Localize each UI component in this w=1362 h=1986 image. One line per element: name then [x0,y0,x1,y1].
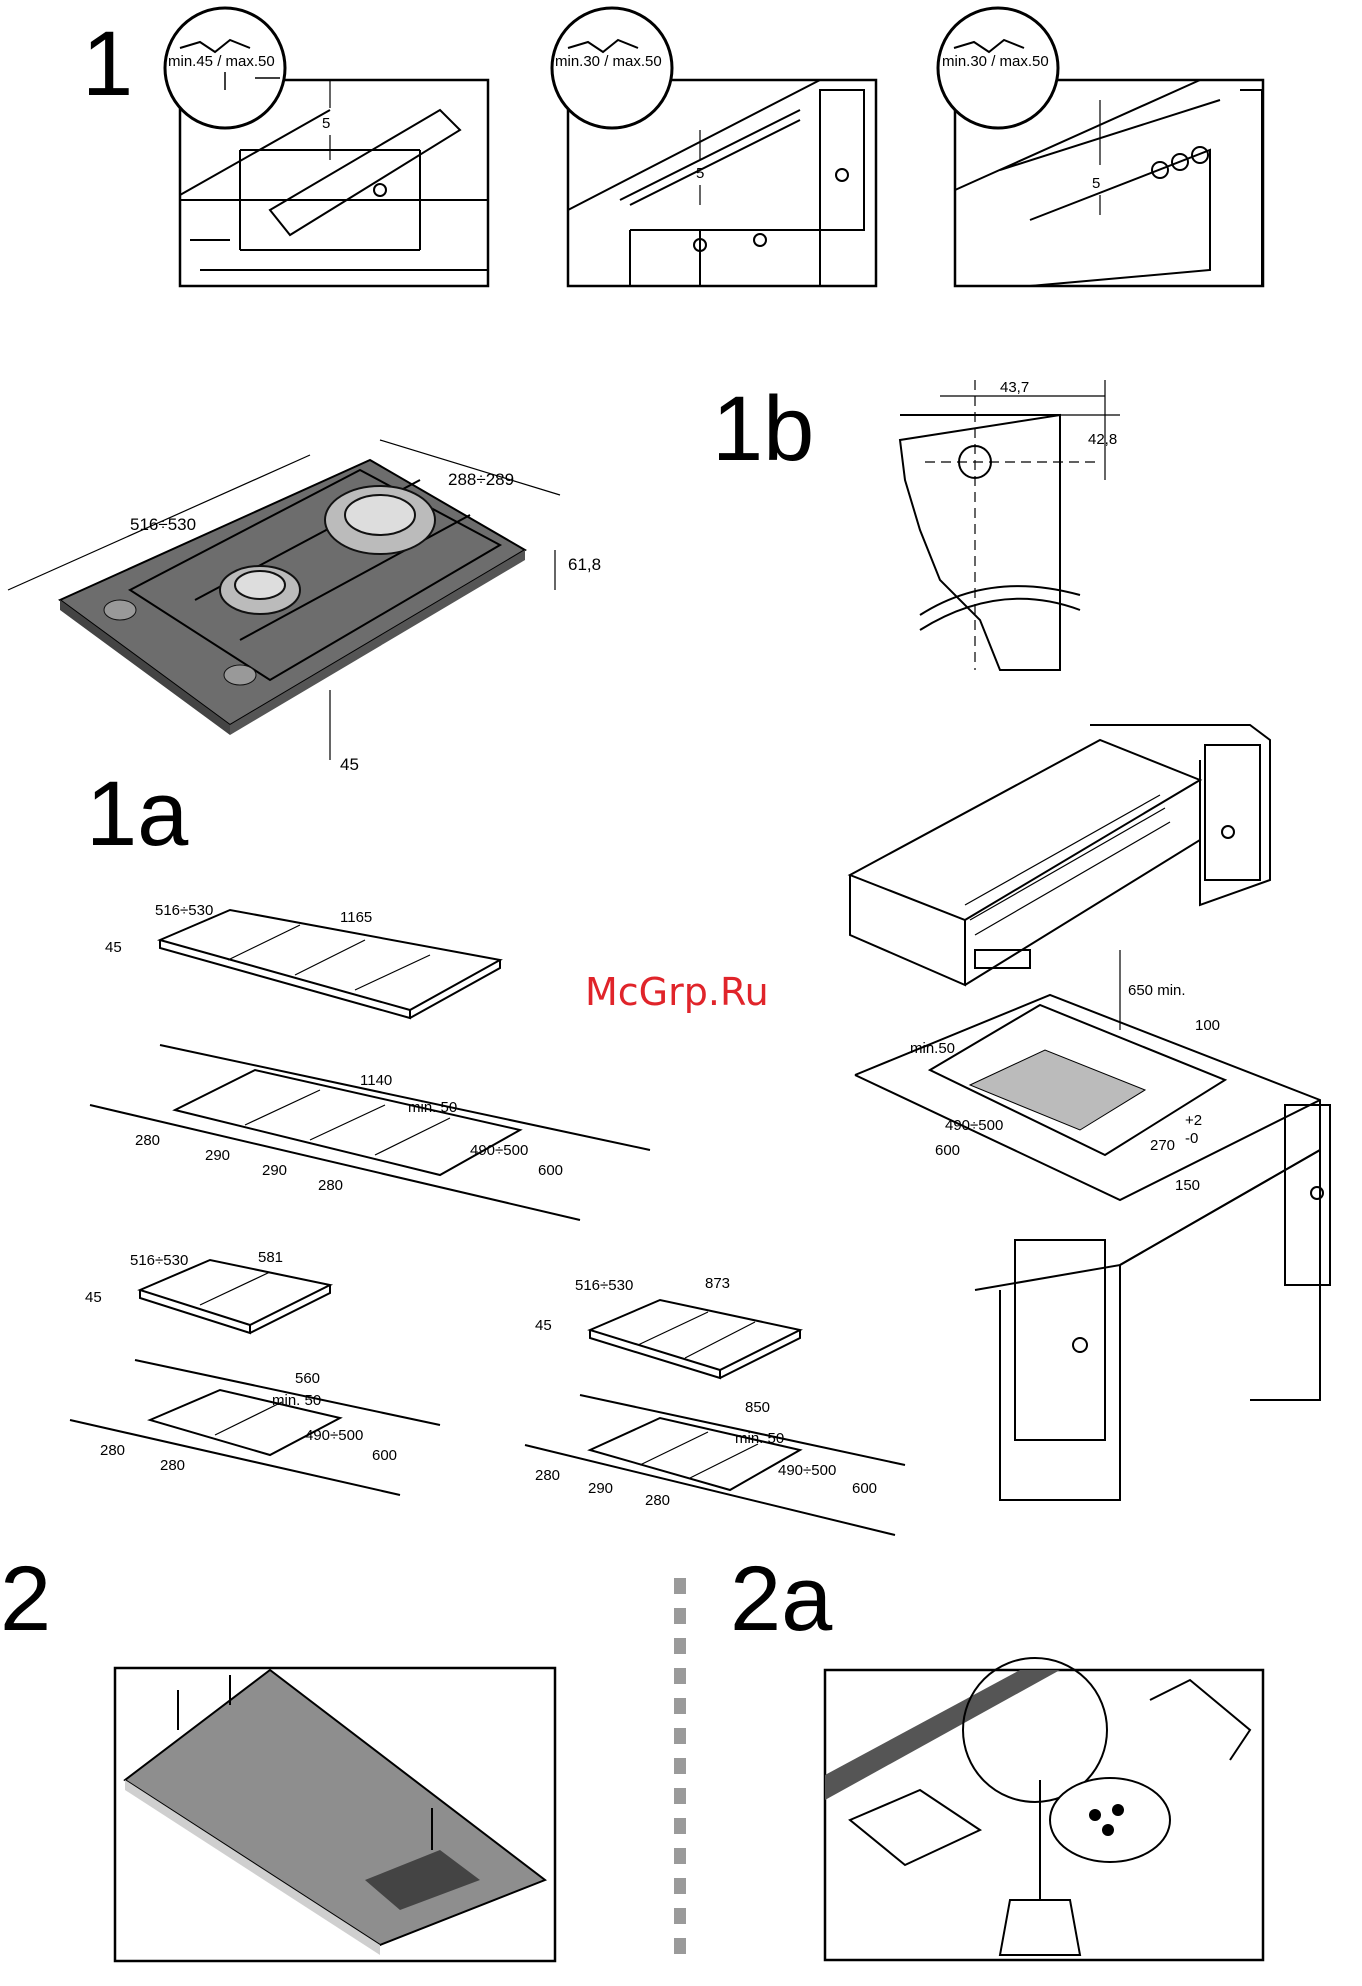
fig1-p1-badge: min.45 / max.50 [168,53,275,70]
combo2-cut-depth: 490÷500 [778,1462,836,1479]
fig1b-dim-x: 43,7 [1000,379,1029,396]
combo2-top-height: 45 [535,1317,552,1334]
install-counter: 600 [935,1142,960,1159]
fig1a-hob-perspective: 516÷530 288÷289 61,8 45 [7,439,601,774]
fig2a-burner-adjustment [823,1657,1265,1962]
combo2-top-depth: 516÷530 [575,1277,633,1294]
figure-1b-label: 1b [712,378,814,480]
combo1-cut-min: min. 50 [272,1392,321,1409]
combo3-top-depth: 516÷530 [155,902,213,919]
watermark: McGrp.Ru [585,970,769,1014]
fig1b-dim-y: 42,8 [1088,431,1117,448]
fig1-p2-gap: 5 [696,165,704,182]
figure-2-label: 2 [0,1548,51,1650]
fig1-panel-oven-alt: 5 min.30 / max.50 [936,6,1265,288]
fig1a-combo-3-cutout: 1140 min. 50 280 290 290 280 490÷500 600 [89,1044,651,1221]
combo1-top-height: 45 [85,1289,102,1306]
combo2-cut-counter: 600 [852,1480,877,1497]
combo1-top-depth: 516÷530 [130,1252,188,1269]
fig1-panel-drawer: 5 min.45 / max.50 [163,6,490,288]
figure-1a-label: 1a [86,763,189,865]
combo1-cut-width: 560 [295,1370,320,1387]
fig1a-combo-2-top: 516÷530 873 45 [535,1275,803,1380]
fig1b-gas-inlet-detail: 43,7 42,8 [898,379,1120,671]
combo2-cut-min: min. 50 [735,1430,784,1447]
install-depth: 490÷500 [945,1117,1003,1134]
combo2-cut-d1: 280 [535,1467,560,1484]
fig1-panel-oven: 5 min.30 / max.50 [550,6,878,288]
install-width: 270 [1150,1137,1175,1154]
fig1a-combo-3-top: 516÷530 1165 45 [105,902,503,1020]
combo3-cut-d1: 280 [135,1132,160,1149]
combo3-cut-d2: 290 [205,1147,230,1164]
fig1a-hob-cut-depth: 45 [340,755,359,774]
fig1-p1-gap: 5 [322,115,330,132]
combo2-cut-d3: 280 [645,1492,670,1509]
fig1a-combo-1-cutout: 560 min. 50 280 280 490÷500 600 [69,1359,441,1496]
install-min-side: min.50 [910,1040,955,1057]
combo2-top-width: 873 [705,1275,730,1292]
combo3-cut-counter: 600 [538,1162,563,1179]
fig1-p3-badge: min.30 / max.50 [942,53,1049,70]
combo3-top-width: 1165 [340,909,372,926]
install-tol-minus: -0 [1185,1130,1198,1147]
combo1-cut-d2: 280 [160,1457,185,1474]
install-hood: 650 min. [1128,982,1186,999]
fig1a-combo-2-cutout: 850 min. 50 280 290 280 490÷500 600 [524,1394,906,1536]
fig1a-hob-height: 61,8 [568,555,601,574]
combo1-cut-d1: 280 [100,1442,125,1459]
figure-2a-label: 2a [730,1548,833,1650]
combo3-cut-d3: 290 [262,1162,287,1179]
fig1-p3-gap: 5 [1092,175,1100,192]
combo3-top-height: 45 [105,939,122,956]
fig1a-combo-1-top: 516÷530 581 45 [85,1249,334,1335]
combo3-cut-depth: 490÷500 [470,1142,528,1159]
combo2-cut-d2: 290 [588,1480,613,1497]
fig1-p2-badge: min.30 / max.50 [555,53,662,70]
install-tol-plus: +2 [1185,1112,1202,1129]
fig1a-hob-depth: 516÷530 [130,515,196,534]
combo3-cut-min: min. 50 [408,1099,457,1116]
fig1a-kitchen-installation: 650 min. min.50 100 490÷500 600 270 +2 -… [847,724,1331,1501]
fig1a-hob-width: 288÷289 [448,470,514,489]
combo1-cut-counter: 600 [372,1447,397,1464]
figure-1-label: 1 [82,13,133,115]
combo1-top-width: 581 [258,1249,283,1266]
install-rear: 100 [1195,1017,1220,1034]
fig2-hob-underside [113,1666,557,1963]
combo1-cut-depth: 490÷500 [305,1427,363,1444]
combo2-cut-width: 850 [745,1399,770,1416]
install-below: 150 [1175,1177,1200,1194]
combo3-cut-width: 1140 [360,1072,392,1089]
combo3-cut-d4: 280 [318,1177,343,1194]
